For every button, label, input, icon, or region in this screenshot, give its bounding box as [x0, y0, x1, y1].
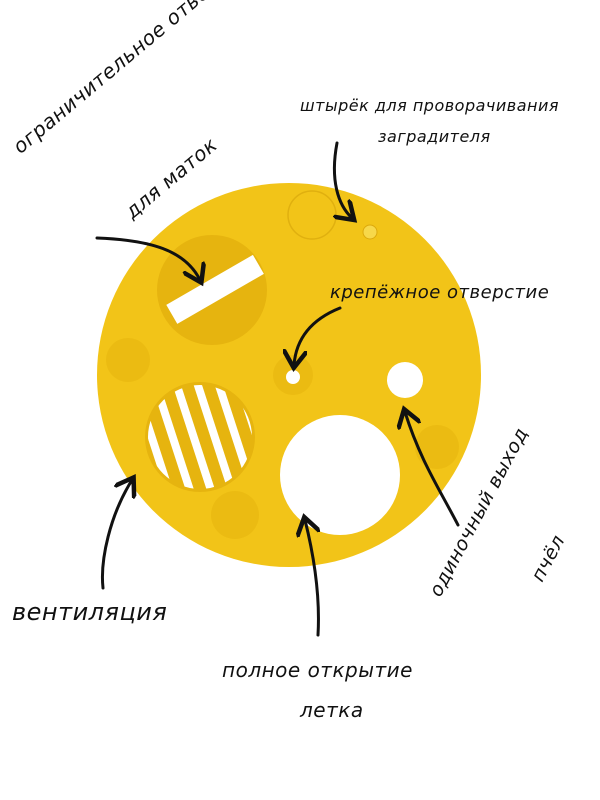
arrow-single-exit [405, 412, 460, 527]
decorative-recess [415, 425, 459, 469]
queen-excluder-hole [157, 235, 267, 345]
arrow-full-open [305, 520, 318, 637]
arrow-ventilation [101, 480, 132, 590]
arrow-pin [334, 141, 352, 218]
decorative-recess [106, 338, 150, 382]
label-pin-line1: штырёк для проворачивания [300, 96, 559, 115]
mount-hole [286, 370, 300, 384]
decorative-recess [211, 491, 259, 539]
arrow-mount-hole [294, 306, 342, 365]
entrance-disk [97, 183, 481, 567]
label-ventilation: вентиляция [12, 598, 168, 626]
label-mount-hole: крепёжное отверстие [330, 282, 550, 303]
label-full-open-line2: летка [300, 698, 364, 722]
arrow-queen-hole [95, 236, 200, 280]
rotation-pin [362, 224, 378, 240]
full-entrance-hole [280, 415, 400, 535]
label-pin-line2: заградителя [378, 127, 491, 146]
single-exit-hole [387, 362, 423, 398]
label-full-open-line1: полное открытие [222, 658, 413, 682]
